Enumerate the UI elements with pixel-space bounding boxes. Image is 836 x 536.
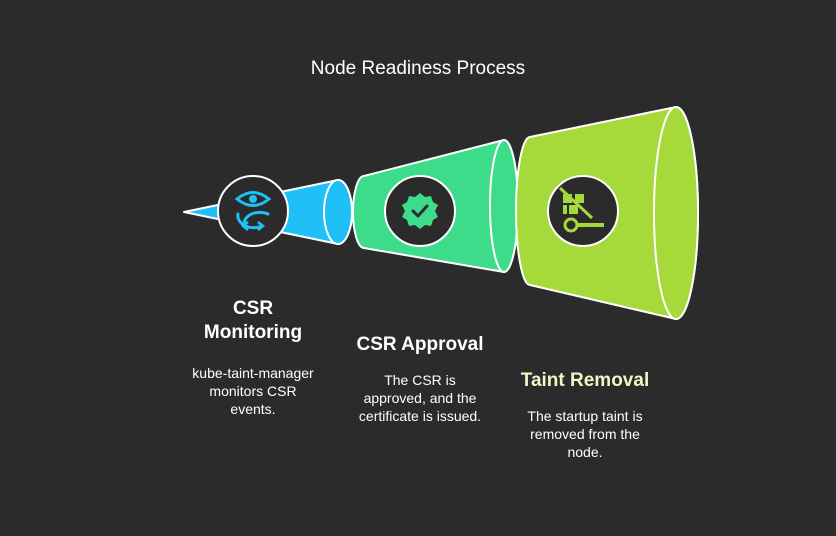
- description-line: node.: [567, 444, 603, 460]
- stage-heading: CSR Monitoring: [178, 297, 328, 345]
- diagram-title: Node Readiness Process: [310, 58, 526, 79]
- stage-description: kube-taint-manager monitors CSR events.: [178, 364, 328, 418]
- stage-heading-line: Monitoring: [203, 322, 303, 343]
- description-line: kube-taint-manager: [192, 365, 314, 381]
- eye-refresh-icon: [217, 175, 289, 247]
- no-taint-key-icon: [547, 175, 619, 247]
- description-line: monitors CSR: [209, 383, 297, 399]
- stage-csr-monitoring: CSR Monitoring kube-taint-manager monito…: [178, 297, 328, 418]
- description-line: The startup taint is: [527, 408, 643, 424]
- description-line: certificate is issued.: [358, 408, 482, 424]
- stage-heading: CSR Approval: [356, 334, 484, 355]
- description-line: events.: [230, 401, 276, 417]
- description-line: removed from the: [530, 426, 640, 442]
- stage-heading-line: CSR: [232, 298, 274, 319]
- description-line: The CSR is: [384, 372, 456, 388]
- verified-badge-icon: [384, 175, 456, 247]
- stage-description: The startup taint is removed from the no…: [510, 407, 660, 461]
- stage-csr-approval: CSR Approval The CSR is approved, and th…: [345, 333, 495, 425]
- stage-taint-removal: Taint Removal The startup taint is remov…: [510, 369, 660, 461]
- description-line: approved, and the: [363, 390, 477, 406]
- stage-description: The CSR is approved, and the certificate…: [345, 371, 495, 425]
- stage-heading: Taint Removal: [520, 370, 650, 391]
